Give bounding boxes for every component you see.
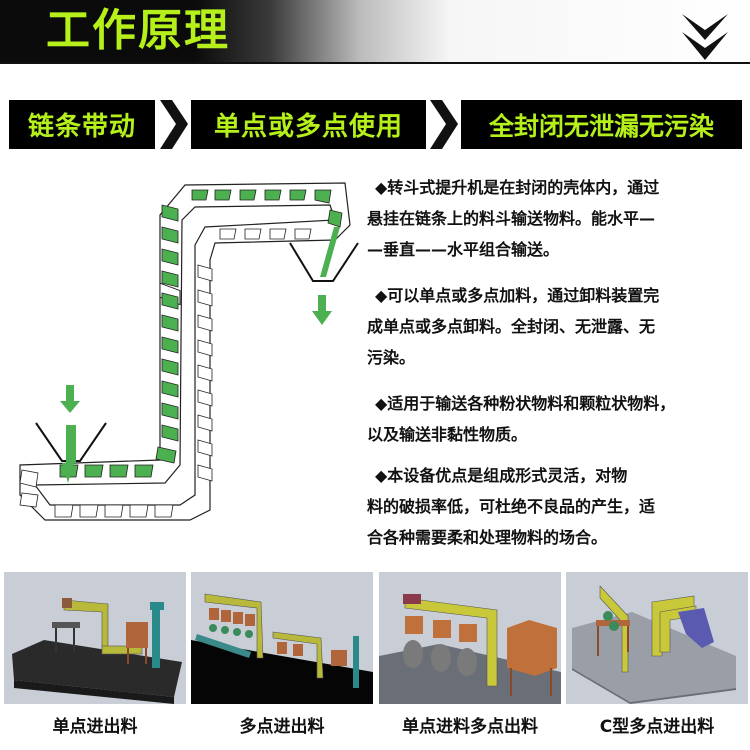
- text-line: ◆适用于输送各种粉状物料和颗粒状物料，: [375, 394, 676, 413]
- text-line: 成单点或多点卸料。全封闭、无泄露、无: [367, 317, 656, 336]
- product-caption: 单点进料多点出料: [402, 717, 538, 737]
- description-paragraph-structure: ◆转斗式提升机是在封闭的壳体内，通过 悬挂在链条上的料斗输送物料。能水平— —垂…: [367, 172, 742, 265]
- product-caption: 多点进出料: [239, 717, 325, 737]
- text-line: —垂直——水平组合输送。: [367, 240, 560, 259]
- text-line: ◆可以单点或多点加料，通过卸料装置完: [375, 286, 660, 305]
- feature-label: 单点或多点使用: [213, 112, 403, 142]
- description-paragraph-advantages: ◆本设备优点是组成形式灵活，对物 料的破损率低，可杜绝不良品的产生，适 合各种需…: [367, 460, 742, 553]
- text-line: 污染。: [367, 348, 416, 367]
- product-image-single-point: [4, 572, 186, 704]
- feature-label: 链条带动: [27, 112, 136, 142]
- text-line: ◆转斗式提升机是在封闭的壳体内，通过: [375, 178, 660, 197]
- double-chevron-down-icon: [682, 14, 728, 60]
- text-line: 合各种需要柔和处理物料的场合。: [367, 528, 608, 547]
- text-line: 悬挂在链条上的料斗输送物料。能水平—: [367, 209, 656, 228]
- feature-fully-sealed: 全封闭无泄漏无污染: [461, 100, 742, 149]
- product-caption: 单点进出料: [52, 717, 138, 737]
- page-title: 工作原理: [46, 5, 230, 56]
- chevron-right-icon: [430, 100, 458, 149]
- description-paragraph-materials: ◆适用于输送各种粉状物料和颗粒状物料， 以及输送非黏性物质。: [367, 388, 742, 450]
- text-line: 料的破损率低，可杜绝不良品的产生，适: [367, 497, 656, 516]
- text-line: ◆本设备优点是组成形式灵活，对物: [375, 466, 628, 485]
- bucket-elevator-diagram: [19, 182, 359, 521]
- header-divider: [0, 62, 750, 64]
- feature-chain-driven: 链条带动: [9, 100, 155, 149]
- feature-label: 全封闭无泄漏无污染: [488, 111, 714, 141]
- feature-single-multi-point: 单点或多点使用: [191, 100, 426, 149]
- product-image-multi-point: [191, 572, 373, 704]
- elevator-render-image: [191, 572, 373, 704]
- product-caption: C型多点进出料: [599, 717, 715, 737]
- elevator-render-image: [379, 572, 561, 704]
- elevator-render-image: [4, 572, 186, 704]
- chevron-right-icon: [160, 100, 188, 149]
- description-paragraph-loading: ◆可以单点或多点加料，通过卸料装置完 成单点或多点卸料。全封闭、无泄露、无 污染…: [367, 280, 742, 373]
- elevator-render-image: [566, 572, 748, 704]
- text-line: 以及输送非黏性物质。: [367, 425, 528, 444]
- product-image-c-type: [566, 572, 748, 704]
- product-image-single-in-multi-out: [379, 572, 561, 704]
- header-banner: 工作原理: [0, 0, 750, 63]
